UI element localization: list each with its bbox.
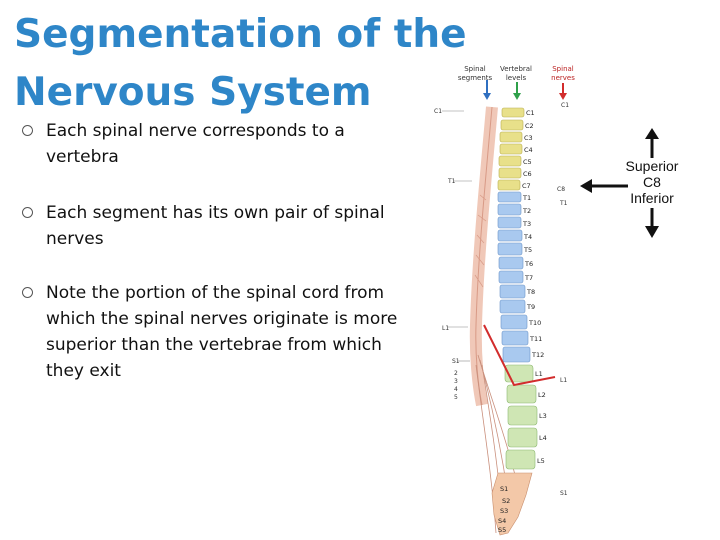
vertebra-label: T12 [531, 351, 544, 359]
c8-pointer-arrow-icon [580, 179, 628, 193]
header-segments-line2: segments [458, 74, 493, 82]
header-nerves-line1: Spinal [552, 65, 574, 73]
cervical-vertebrae [497, 107, 525, 191]
vertebra-label: C4 [524, 146, 533, 154]
bullet-text: Each spinal nerve corresponds to a verte… [46, 121, 345, 167]
slide-title: Segmentation of the Nervous System [14, 12, 467, 115]
inferior-arrow-icon [645, 208, 659, 238]
vertebra-label: T8 [526, 288, 535, 296]
nerves-arrow-icon [559, 83, 567, 100]
sacral-number: 4 [454, 386, 458, 393]
level-label: C8 [643, 174, 661, 190]
spinal-cord [469, 106, 498, 407]
vertebra-label: L1 [535, 370, 543, 378]
bullet-marker-icon [22, 207, 33, 218]
vertebra-label: L5 [537, 457, 545, 465]
bullet-text: Each segment has its own pair of spinal … [46, 203, 385, 249]
sacral-number: 5 [454, 394, 458, 401]
vertebra-label: S3 [500, 507, 508, 515]
bullet-marker-icon [22, 125, 33, 136]
sacral-number: 2 [454, 370, 458, 377]
s1-left-label: S1 [452, 358, 460, 365]
vertebra-label: T4 [523, 233, 532, 241]
vertebral-arrow-icon [513, 82, 521, 100]
c1-right-label: C1 [561, 102, 569, 109]
vertebra-label: S4 [498, 517, 506, 525]
header-segments-line1: Spinal [464, 65, 486, 73]
bullet-list: Each spinal nerve corresponds to a verte… [20, 118, 420, 381]
vertebra-labels: C1 C2 C3 C4 C5 C6 C7 T1 T2 T3 T4 T5 T6 T… [498, 109, 547, 534]
boundary-ticks [442, 110, 472, 362]
direction-legend: Superior C8 Inferior [612, 128, 692, 238]
vertebra-label: T11 [529, 335, 542, 343]
segments-arrow-icon [483, 80, 491, 100]
vertebra-label: T5 [523, 246, 532, 254]
vertebra-label: T7 [524, 274, 533, 282]
l1-left-label: L1 [442, 325, 449, 332]
sacrum [491, 472, 533, 536]
header-nerves-line2: nerves [551, 74, 575, 82]
vertebra-label: C5 [523, 158, 532, 166]
l1-right-label: L1 [560, 377, 567, 384]
lumbar-nerve-path [483, 324, 556, 387]
vertebra-label: C3 [524, 134, 533, 142]
s1-right-label: S1 [560, 490, 568, 497]
vertebra-label: C2 [525, 122, 534, 130]
vertebra-label: T10 [528, 319, 541, 327]
t1-right-label: T1 [559, 200, 568, 207]
vertebra-label: S1 [500, 485, 508, 493]
bullet-item: Each segment has its own pair of spinal … [20, 200, 420, 252]
c1-left-label: C1 [434, 108, 442, 115]
spinal-cord-outline [475, 106, 493, 406]
thoracic-vertebrae [497, 191, 531, 363]
vertebra-label: T1 [522, 194, 531, 202]
spinal-column-diagram: Spinal segments Vertebral levels Spinal … [434, 65, 575, 536]
vertebra-label: T2 [522, 207, 531, 215]
vertebra-label: T3 [522, 220, 531, 228]
vertebra-label: C1 [526, 109, 535, 117]
header-vertebral-line2: levels [506, 74, 527, 82]
vertebra-label: C7 [522, 182, 531, 190]
vertebra-label: T9 [526, 303, 535, 311]
vertebra-label: L3 [539, 412, 547, 420]
vertebra-label: C6 [523, 170, 532, 178]
vertebra-label: L2 [538, 391, 546, 399]
header-vertebral-line1: Vertebral [500, 65, 532, 73]
vertebra-label: S5 [498, 526, 506, 534]
superior-arrow-icon [645, 128, 659, 158]
vertebra-label: T6 [524, 260, 533, 268]
bullet-marker-icon [22, 287, 33, 298]
bullet-item: Each spinal nerve corresponds to a verte… [20, 118, 420, 170]
bullet-text: Note the portion of the spinal cord from… [46, 283, 398, 381]
nerve-roots [474, 194, 487, 288]
lumbar-vertebrae [504, 364, 538, 470]
bullet-item: Note the portion of the spinal cord from… [20, 280, 420, 384]
side-labels: C1 C1 T1 T1 C8 L1 L1 S1 S1 2 3 4 5 [434, 102, 569, 497]
superior-label: Superior [625, 158, 679, 174]
vertebra-label: L4 [539, 434, 547, 442]
sacral-number: 3 [454, 378, 458, 385]
vertebra-label: S2 [502, 497, 510, 505]
inferior-label: Inferior [630, 190, 674, 206]
vertebra-bodies [491, 107, 538, 536]
c8-label: C8 [557, 186, 565, 193]
t1-left-label: T1 [447, 178, 456, 185]
